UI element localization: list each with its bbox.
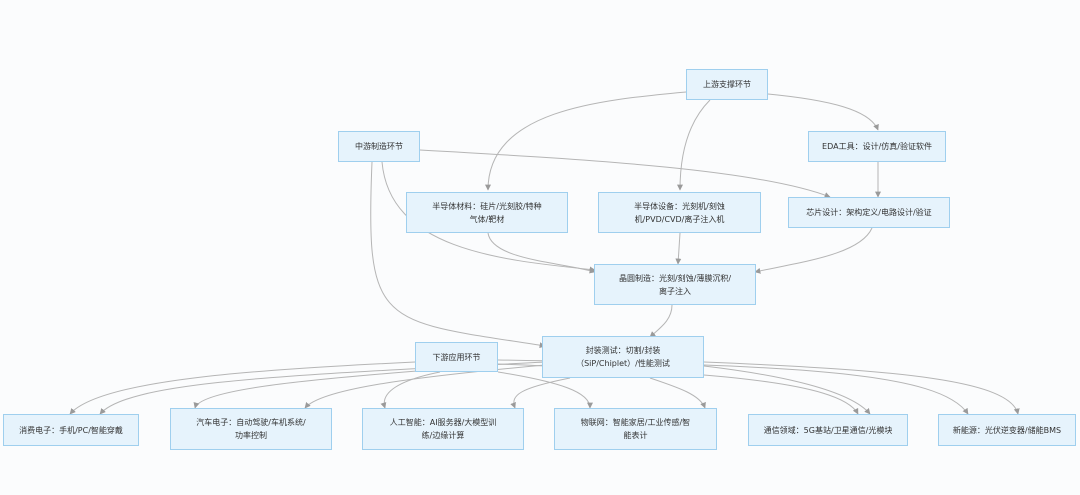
- edge-pack-telecom: [703, 365, 871, 415]
- edge-down-iot: [497, 371, 593, 409]
- node-chip-design-label: 芯片设计：架构定义/电路设计/验证: [806, 208, 932, 217]
- node-materials: 半导体材料：硅片/光刻胶/特种气体/靶材: [406, 192, 568, 233]
- node-packaging-label: 封装测试：切割/封装（SiP/Chiplet）/性能测试: [576, 346, 670, 368]
- node-upstream: 上游支撑环节: [686, 69, 768, 100]
- edge-upstream-eda: [767, 93, 879, 131]
- edge-midstream-wafer: [381, 161, 596, 273]
- edge-midstream-chipdesign: [419, 149, 831, 198]
- node-materials-label: 半导体材料：硅片/光刻胶/特种气体/靶材: [432, 201, 542, 224]
- node-iot-label: 物联网：智能家居/工业传感/智能表计: [580, 418, 691, 440]
- node-energy-label: 新能源：光伏逆变器/储能BMS: [952, 425, 1062, 435]
- edge-upstream-materials: [485, 91, 687, 191]
- node-wafer: 晶圆制造：光刻/刻蚀/薄膜沉积/离子注入: [594, 264, 756, 305]
- edge-pack-iot: [649, 377, 706, 409]
- edge-materials-wafer: [487, 232, 596, 274]
- edge-midstream-packaging: [370, 161, 546, 349]
- node-midstream-label: 中游制造环节: [355, 142, 403, 151]
- node-ai-label: 人工智能：AI服务器/大模型训练/边缘计算: [389, 418, 497, 440]
- node-eda-label: EDA工具：设计/仿真/验证软件: [822, 142, 932, 151]
- node-equipment-label: 半导体设备：光刻机/刻蚀机/PVD/CVD/离子注入机: [634, 201, 725, 224]
- edge-down-auto: [193, 369, 431, 409]
- node-telecom-label: 通信领域：5G基站/卫星通信/光模块: [763, 425, 893, 435]
- node-energy: 新能源：光伏逆变器/储能BMS: [938, 414, 1076, 446]
- node-consumer-label: 消费电子：手机/PC/智能穿戴: [19, 425, 123, 435]
- edge-wafer-packaging: [649, 304, 673, 338]
- node-downstream-label: 下游应用环节: [432, 352, 481, 362]
- node-consumer: 消费电子：手机/PC/智能穿戴: [3, 414, 139, 446]
- node-telecom: 通信领域：5G基站/卫星通信/光模块: [748, 414, 908, 446]
- node-equipment: 半导体设备：光刻机/刻蚀机/PVD/CVD/离子注入机: [598, 192, 761, 233]
- node-auto-label: 汽车电子：自动驾驶/车机系统/功率控制: [196, 418, 306, 440]
- node-eda: EDA工具：设计/仿真/验证软件: [808, 131, 946, 162]
- node-upstream-label: 上游支撑环节: [703, 80, 751, 89]
- node-packaging: 封装测试：切割/封装（SiP/Chiplet）/性能测试: [542, 336, 704, 378]
- node-downstream: 下游应用环节: [415, 342, 498, 372]
- edge-pack-energy: [703, 361, 1020, 415]
- node-auto: 汽车电子：自动驾驶/车机系统/功率控制: [170, 408, 332, 450]
- node-ai: 人工智能：AI服务器/大模型训练/边缘计算: [362, 408, 524, 450]
- edge-upstream-equipment: [677, 99, 711, 191]
- edge-chipdesign-wafer: [754, 227, 873, 274]
- node-wafer-label: 晶圆制造：光刻/刻蚀/薄膜沉积/离子注入: [618, 273, 732, 296]
- node-iot: 物联网：智能家居/工业传感/智能表计: [554, 408, 717, 450]
- node-chip-design: 芯片设计：架构定义/电路设计/验证: [788, 197, 950, 228]
- edge-down-consumer: [69, 361, 416, 415]
- node-midstream: 中游制造环节: [338, 131, 420, 162]
- edge-equipment-wafer: [675, 232, 682, 265]
- edge-down-ai: [380, 371, 441, 409]
- edge-pack-ai: [510, 377, 571, 409]
